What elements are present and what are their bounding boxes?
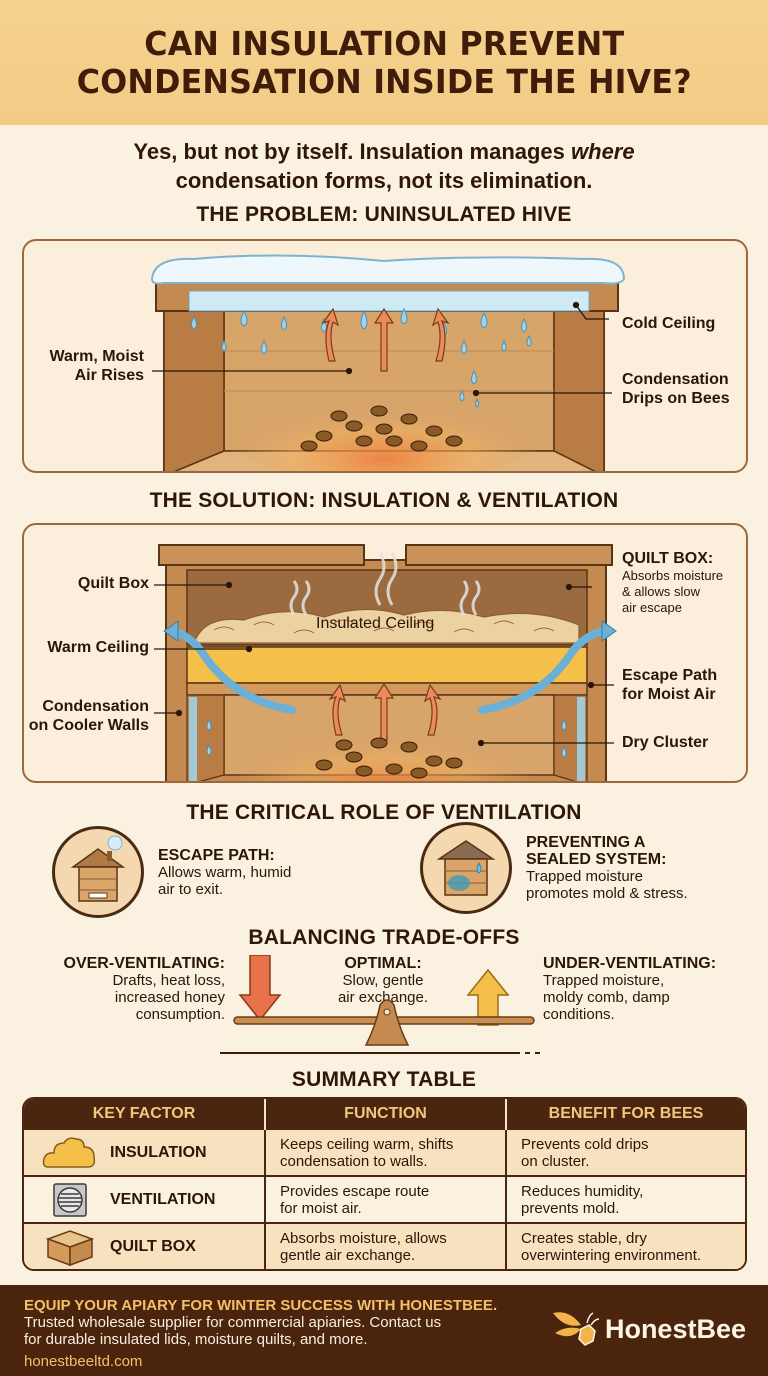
under-ventilating-text: UNDER-VENTILATING: Trapped moisture, mol…	[543, 955, 717, 1023]
condensation-walls-label: Condensation on Cooler Walls	[28, 698, 149, 734]
moldy-hive-icon	[420, 822, 512, 914]
page-title: CAN INSULATION PREVENT CONDENSATION INSI…	[76, 23, 692, 101]
footer-website-link[interactable]: honestbeeltd.com	[24, 1353, 143, 1370]
vent-grille-icon	[42, 1179, 98, 1221]
over-ventilating-text: OVER-VENTILATING: Drafts, heat loss, inc…	[63, 955, 225, 1023]
insulated-ceiling-label: Insulated Ceiling	[316, 615, 435, 632]
uninsulated-hive-illustration	[150, 254, 626, 471]
up-arrow-icon	[466, 968, 510, 1026]
warm-air-rises-label: Warm, Moist Air Rises	[49, 348, 144, 384]
quilt-box-icon	[42, 1226, 98, 1268]
quilt-box-label: Quilt Box	[77, 575, 149, 592]
quilt-box-description: QUILT BOX: Absorbs moisture & allows slo…	[622, 550, 724, 615]
hive-chimney-icon	[52, 826, 144, 918]
footer-banner: EQUIP YOUR APIARY FOR WINTER SUCCESS WIT…	[0, 1285, 768, 1376]
sealed-system-item: PREVENTING A SEALED SYSTEM: Trapped mois…	[420, 822, 688, 914]
subtitle: Yes, but not by itself. Insulation manag…	[133, 139, 635, 193]
header-function: FUNCTION	[265, 1099, 507, 1129]
summary-section-title: SUMMARY TABLE	[291, 1068, 477, 1091]
condensation-drips-label: Condensation Drips on Bees	[622, 371, 730, 407]
uninsulated-hive-panel: Warm, Moist Air Rises Cold Ceiling Conde…	[22, 239, 748, 473]
footer-description: Trusted wholesale supplier for commercia…	[24, 1314, 442, 1348]
problem-section-title: THE PROBLEM: UNINSULATED HIVE	[196, 203, 572, 226]
insulated-hive-illustration	[154, 544, 617, 781]
footer-cta: EQUIP YOUR APIARY FOR WINTER SUCCESS WIT…	[24, 1297, 498, 1314]
ventilation-section-title: THE CRITICAL ROLE OF VENTILATION	[186, 801, 582, 824]
header-key-factor: KEY FACTOR	[24, 1099, 266, 1129]
tradeoffs-section-title: BALANCING TRADE-OFFS	[248, 926, 520, 949]
warm-ceiling-label: Warm Ceiling	[47, 639, 149, 656]
escape-path-label: Escape Path for Moist Air	[622, 667, 718, 703]
down-arrow-icon	[238, 955, 282, 1022]
ventilation-row: ESCAPE PATH: Allows warm, humid air to e…	[0, 822, 768, 922]
bee-cluster	[300, 405, 463, 452]
escape-path-item: ESCAPE PATH: Allows warm, humid air to e…	[52, 826, 291, 918]
title-banner: CAN INSULATION PREVENT CONDENSATION INSI…	[0, 0, 768, 125]
summary-table: KEY FACTOR FUNCTION BENEFIT FOR BEES INS…	[22, 1097, 747, 1271]
header-benefit: BENEFIT FOR BEES	[506, 1099, 745, 1129]
optimal-text: OPTIMAL: Slow, gentle air exchange.	[337, 955, 429, 1006]
insulated-hive-panel: Quilt Box Warm Ceiling Condensation on C…	[22, 523, 748, 783]
cold-ceiling-label: Cold Ceiling	[622, 315, 716, 332]
bee-logo-icon	[552, 1312, 599, 1346]
seesaw-balance-illustration	[220, 955, 540, 1054]
insulation-cloud-icon	[42, 1132, 98, 1174]
brand-logo: HonestBee	[551, 1307, 746, 1351]
solution-section-title: THE SOLUTION: INSULATION & VENTILATION	[149, 489, 619, 512]
dry-cluster-label: Dry Cluster	[622, 734, 709, 751]
